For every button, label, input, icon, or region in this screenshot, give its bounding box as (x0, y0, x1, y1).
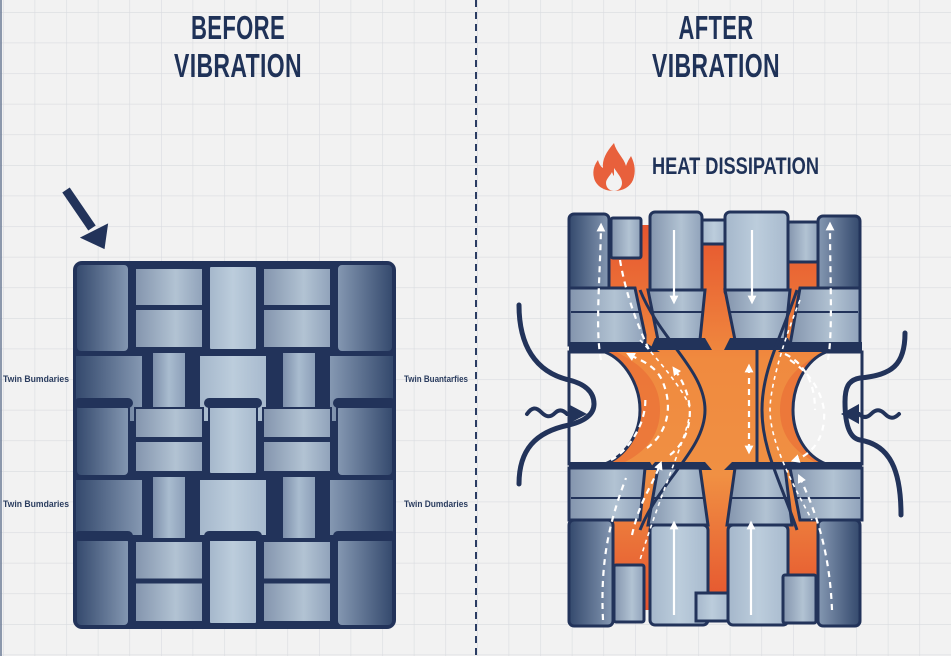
grain-block (262, 267, 332, 307)
grain-block (336, 403, 394, 477)
twin-boundaries-label-right-lower: Twin Dumdaries (404, 499, 468, 510)
twin-boundaries-label-right-upper: Twin Buantarfies (404, 374, 468, 385)
flow-arrow (626, 353, 669, 449)
deformed-grain-block (725, 466, 794, 527)
grain-block (208, 538, 258, 625)
grain-block (700, 218, 728, 246)
before-panel: BEFORE VIBRATION Twin Bumdaries Twin Bum… (3, 9, 468, 629)
after-title-line2: VIBRATION (652, 47, 780, 84)
after-panel: AFTER VIBRATION HEAT DISSIPATION (516, 9, 908, 628)
grain-block (281, 475, 317, 540)
grain-block (330, 480, 393, 535)
wavy-arrow-right-icon (516, 302, 597, 487)
shear-boundary (760, 289, 799, 531)
deformed-lattice-after (567, 210, 864, 628)
twin-boundary (650, 338, 712, 350)
grain-block (567, 518, 615, 628)
grain-block (134, 540, 204, 581)
twinned-lattice-before (73, 261, 396, 629)
flow-arrow (610, 394, 647, 461)
flow-arrow (669, 366, 691, 456)
grain-block (726, 523, 790, 627)
flow-arrow (797, 474, 834, 611)
flow-arrow (601, 477, 628, 621)
grain-block (208, 265, 258, 351)
grain-block (336, 536, 394, 627)
grain-block (75, 263, 130, 353)
grain-block (76, 480, 142, 535)
grain-block (262, 540, 332, 581)
flow-arrow (639, 339, 691, 561)
grain-block (134, 581, 204, 623)
grain-block (648, 523, 710, 627)
wavy-arrow-left-icon (841, 330, 908, 518)
grain-block (134, 440, 204, 473)
deformed-grain-block (788, 466, 864, 522)
before-title-line2: VIBRATION (174, 47, 302, 84)
shear-boundary (638, 289, 707, 531)
grain-block (262, 440, 332, 473)
flow-arrow (618, 259, 651, 353)
twin-boundary (333, 398, 396, 408)
grain-block (208, 405, 258, 475)
grain-block (134, 308, 204, 349)
grain-block (200, 480, 266, 535)
grain-block (694, 591, 730, 623)
grain-block (75, 536, 130, 627)
flow-arrow (596, 222, 606, 361)
twin-boundary (74, 398, 133, 408)
twin-boundary (333, 531, 396, 541)
twin-boundaries-label-left-upper: Twin Bumdaries (3, 374, 69, 385)
twin-boundary (778, 342, 862, 352)
after-title-line1: AFTER (679, 9, 754, 46)
grain-block (134, 407, 204, 439)
twin-boundary (74, 531, 133, 541)
arrow-down-right-icon (62, 187, 109, 250)
grain-block (75, 403, 130, 477)
heat-dissipation-label: HEAT DISSIPATION (652, 153, 819, 180)
grain-block (609, 216, 643, 260)
flow-arrow (784, 353, 817, 411)
twin-boundary (204, 531, 262, 541)
deformed-grain-block (788, 286, 862, 347)
grain-block (648, 210, 704, 298)
before-title-line1: BEFORE (191, 9, 285, 46)
grain-block (786, 220, 820, 264)
grain-block (262, 581, 332, 623)
twin-boundaries-label-left-lower: Twin Bumdaries (3, 499, 69, 510)
flow-arrow (769, 299, 813, 521)
grain-block (151, 475, 187, 540)
deformed-grain-block (646, 288, 707, 342)
deformed-grain-block (567, 286, 647, 347)
grain-block (816, 518, 862, 628)
twin-boundary (204, 398, 262, 408)
grain-block (336, 263, 394, 353)
grain-block (262, 407, 332, 439)
deformed-grain-block (567, 466, 647, 522)
grain-block (723, 210, 790, 298)
grain-block (134, 267, 204, 307)
flame-icon (593, 143, 635, 191)
twin-boundary (569, 342, 660, 352)
flow-arrow (630, 460, 663, 536)
grain-block (612, 563, 646, 624)
flow-arrow (825, 221, 835, 361)
grain-block (781, 573, 818, 625)
grain-block (262, 308, 332, 349)
